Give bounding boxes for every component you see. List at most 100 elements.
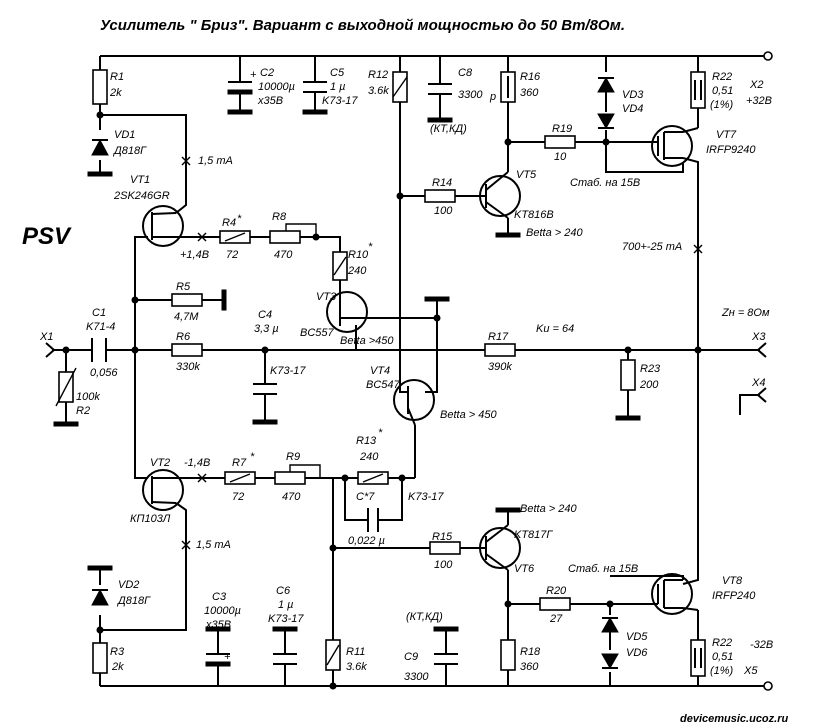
- r22-bot-tol: (1%): [710, 665, 734, 677]
- c9-note: (КТ,КД): [406, 611, 443, 623]
- resistors: [55, 69, 706, 677]
- r3-body: [92, 642, 108, 674]
- svg-text:+: +: [250, 69, 257, 81]
- r14-body: [424, 189, 456, 203]
- c6-value: 1 µ: [278, 599, 294, 611]
- x1-name: X1: [39, 331, 53, 343]
- ground-symbols: [53, 109, 641, 632]
- c6-type: K73-17: [268, 613, 304, 625]
- vt8-name: VT8: [722, 575, 743, 587]
- c1-value: 0,056: [90, 367, 118, 379]
- schematic-title: Усилитель " Бриз". Вариант с выходной мо…: [100, 17, 625, 34]
- terminal-x5: [763, 681, 773, 691]
- r13-value: 240: [359, 451, 379, 463]
- r15-name: R15: [432, 531, 453, 543]
- x2-name: X2: [749, 79, 763, 91]
- vt6-type: KT817Г: [514, 529, 553, 541]
- r17-value: 390k: [488, 361, 512, 373]
- x5-name: X5: [743, 665, 758, 677]
- junction-dots: [62, 111, 702, 690]
- c5-type: K73-17: [322, 95, 358, 107]
- c3-name: C3: [212, 591, 227, 603]
- vt7-body: [651, 125, 693, 167]
- vt6-beta: Betta > 240: [520, 503, 577, 515]
- vt5-body: [479, 175, 521, 217]
- c2-name: C2: [260, 67, 274, 79]
- x5-voltage: -32В: [750, 639, 773, 651]
- svg-text:+: +: [224, 651, 231, 663]
- stab-bot-label: Стаб. на 15В: [568, 563, 638, 575]
- vd5-name: VD5: [626, 631, 648, 643]
- bias-current: 700+-25 mA: [622, 241, 682, 253]
- vt3-beta: Betta >450: [340, 335, 394, 347]
- vt5-name: VT5: [516, 169, 537, 181]
- stab-top-label: Стаб. на 15В: [570, 177, 640, 189]
- r18-body: [500, 639, 516, 671]
- r4-name: R4: [222, 217, 236, 229]
- r22-bot-body: [690, 639, 706, 677]
- terminal-x3: [756, 342, 767, 358]
- c9-name: C9: [404, 651, 418, 663]
- vt1-type: 2SK246GR: [113, 190, 170, 202]
- c2-value: 10000µ: [258, 81, 295, 93]
- terminal-x4: [756, 387, 767, 403]
- vd4-name: VD4: [622, 103, 643, 115]
- measure-marks: [181, 156, 703, 550]
- vt6-body: [479, 527, 521, 569]
- r10-name: R10: [348, 249, 369, 261]
- x4-name: X4: [751, 377, 765, 389]
- r5-name: R5: [176, 281, 191, 293]
- vt4-body: [393, 379, 435, 421]
- x2-voltage: +32В: [746, 95, 772, 107]
- r4-value: 72: [226, 249, 238, 261]
- c1-name: C1: [92, 307, 106, 319]
- r10-mark: *: [368, 241, 373, 253]
- r14-name: R14: [432, 177, 452, 189]
- vd1-name: VD1: [114, 129, 135, 141]
- vt5-type: KT816B: [514, 209, 554, 221]
- c7-value: 0,022 µ: [348, 535, 385, 547]
- r2-name: R2: [76, 405, 90, 417]
- c7-type: K73-17: [408, 491, 444, 503]
- diodes: [91, 76, 619, 670]
- vt3-body: [326, 291, 368, 333]
- vt5-beta: Betta > 240: [526, 227, 583, 239]
- r16-value: 360: [520, 87, 539, 99]
- vt7-type: IRFP9240: [706, 144, 756, 156]
- r19-value: 10: [554, 151, 567, 163]
- r6-name: R6: [176, 331, 191, 343]
- vt4-type: BC547: [366, 379, 401, 391]
- r22-bot-value: 0,51: [712, 651, 733, 663]
- r1-value: 2k: [109, 87, 122, 99]
- r15-body: [429, 541, 461, 555]
- c8-note: (КТ,КД): [430, 123, 467, 135]
- r1-name: R1: [110, 71, 124, 83]
- vt3-type: BC557: [300, 327, 335, 339]
- vt2-body: [142, 469, 184, 511]
- c8-name: C8: [458, 67, 473, 79]
- c4-value: 3,3 µ: [254, 323, 279, 335]
- r17-name: R17: [488, 331, 509, 343]
- r22-top-body: [690, 71, 706, 109]
- vt6-name: VT6: [514, 563, 535, 575]
- r12-value: 3.6k: [368, 85, 389, 97]
- r9-name: R9: [286, 451, 300, 463]
- capacitors: + +: [91, 69, 458, 667]
- site-footer: devicemusic.ucoz.ru: [680, 713, 788, 725]
- r23-name: R23: [640, 363, 661, 375]
- vt1-name: VT1: [130, 174, 150, 186]
- c8-unit: p: [489, 91, 496, 103]
- r23-value: 200: [639, 379, 659, 391]
- c8-value: 3300: [458, 89, 483, 101]
- c3-value: 10000µ: [204, 605, 241, 617]
- r1-body: [92, 69, 108, 105]
- r6-value: 330k: [176, 361, 200, 373]
- c5-value: 1 µ: [330, 81, 346, 93]
- vt2-type: КП103Л: [130, 513, 171, 525]
- r5-value: 4,7M: [174, 311, 199, 323]
- r19-name: R19: [552, 123, 572, 135]
- vt3-name: VT3: [316, 291, 337, 303]
- vt1-body: [142, 205, 184, 247]
- author-logo: PSV: [22, 223, 72, 250]
